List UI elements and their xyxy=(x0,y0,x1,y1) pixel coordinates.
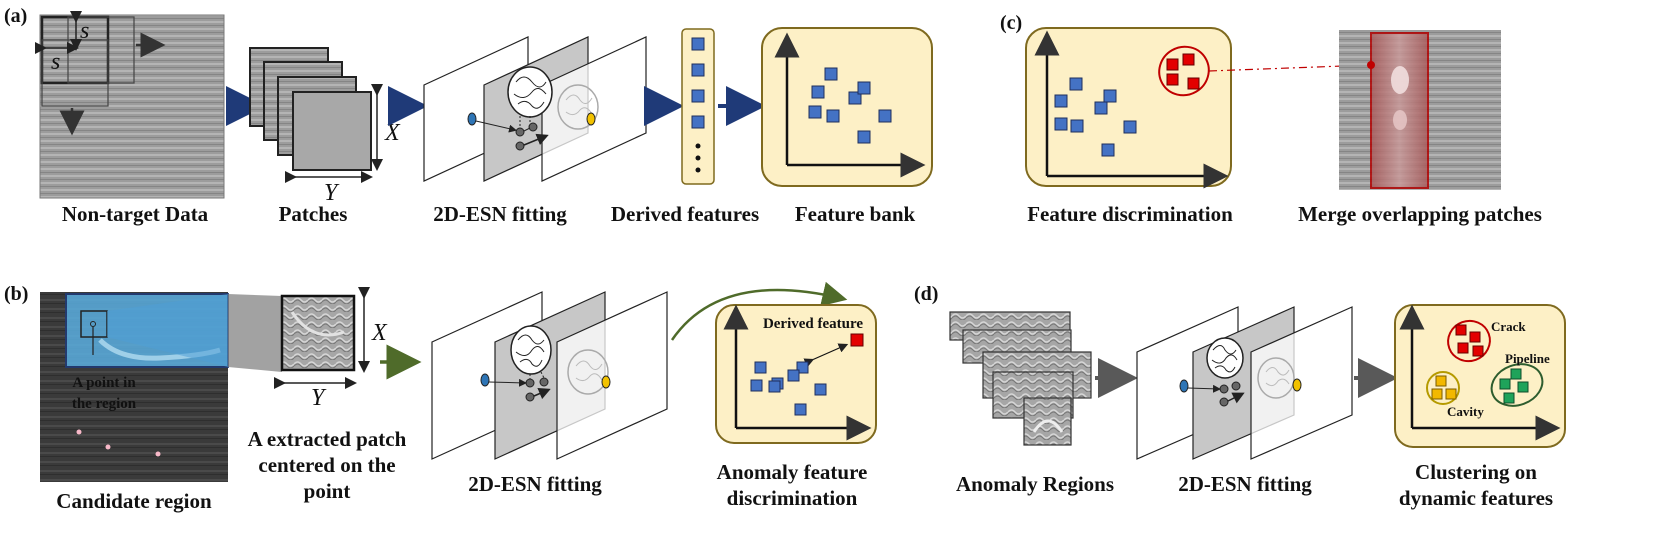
candidate-region-label: Candidate region xyxy=(56,489,212,513)
curved-arrow xyxy=(670,281,848,341)
pipeline-points xyxy=(1499,368,1529,404)
derived-feature-annotation: Derived feature xyxy=(763,316,863,332)
esn-fitting-label-d: 2D-ESN fitting xyxy=(1178,472,1312,496)
panel-a-tag: (a) xyxy=(4,5,27,27)
feature-bank-label: Feature bank xyxy=(795,202,916,226)
clustering-label-l1: Clustering on xyxy=(1415,460,1537,484)
panel-c-tag: (c) xyxy=(1000,12,1022,34)
derived-feature-vector xyxy=(681,28,715,185)
anomaly-discrimination-l2: discrimination xyxy=(727,486,858,510)
esn-diagram-b xyxy=(431,291,668,460)
anomaly-regions-label: Anomaly Regions xyxy=(956,472,1114,496)
patch-width-y: Y xyxy=(324,180,340,206)
esn-diagram-d xyxy=(1136,306,1353,460)
cavity-label: Cavity xyxy=(1447,404,1484,419)
panel-b-tag: (b) xyxy=(4,283,28,305)
patches-stack xyxy=(249,47,372,171)
patch-height-x: X xyxy=(384,120,401,146)
feature-discrimination-label: Feature discrimination xyxy=(1027,202,1233,226)
crack-label: Crack xyxy=(1491,319,1526,334)
anomaly-cluster-ring xyxy=(1158,45,1210,97)
stride-s-vertical: s xyxy=(80,18,89,44)
patches-label: Patches xyxy=(279,202,348,226)
derived-features-label: Derived features xyxy=(611,202,759,226)
feature-bank-points xyxy=(808,67,892,144)
crack-cluster-ring xyxy=(1447,319,1491,363)
anomaly-discrimination-l1: Anomaly feature xyxy=(717,460,868,484)
esn-diagram-a xyxy=(423,36,647,182)
clustering-label-l2: dynamic features xyxy=(1399,486,1553,510)
feature-bank-panel xyxy=(761,27,933,187)
esn-fitting-label-b: 2D-ESN fitting xyxy=(468,472,602,496)
point-in-region-l1: A point in xyxy=(72,375,136,391)
normal-feature-points xyxy=(1054,77,1137,157)
cavity-cluster-ring xyxy=(1426,371,1460,405)
point-in-region-l2: the region xyxy=(72,396,137,412)
merge-patches-label: Merge overlapping patches xyxy=(1298,202,1542,226)
clustering-panel xyxy=(1394,304,1566,448)
derived-anomaly-point xyxy=(850,333,864,347)
extracted-patch-l1: A extracted patch xyxy=(248,427,407,451)
extracted-width-y: Y xyxy=(311,385,327,411)
esn-fitting-label-a: 2D-ESN fitting xyxy=(433,202,567,226)
extracted-patch-l3: point xyxy=(304,479,351,503)
pipeline-cluster-ring xyxy=(1490,363,1544,407)
feature-discrimination-panel xyxy=(1025,27,1232,187)
feature-vector-cells xyxy=(691,37,705,173)
anomaly-regions-stack xyxy=(949,311,1092,446)
pipeline-label: Pipeline xyxy=(1505,351,1550,366)
extracted-height-x: X xyxy=(371,320,388,346)
anomaly-feature-points xyxy=(1166,53,1200,90)
nontarget-data-label: Non-target Data xyxy=(62,202,209,226)
cavity-points xyxy=(1431,375,1457,400)
crack-points xyxy=(1455,324,1484,357)
candidate-point xyxy=(76,429,82,435)
anomaly-panel-normal-points xyxy=(750,361,827,416)
extracted-patch-l2: centered on the xyxy=(258,453,395,477)
panel-d-tag: (d) xyxy=(914,283,938,305)
zoom-projection xyxy=(228,294,282,372)
stride-s-horizontal: s xyxy=(51,49,60,75)
